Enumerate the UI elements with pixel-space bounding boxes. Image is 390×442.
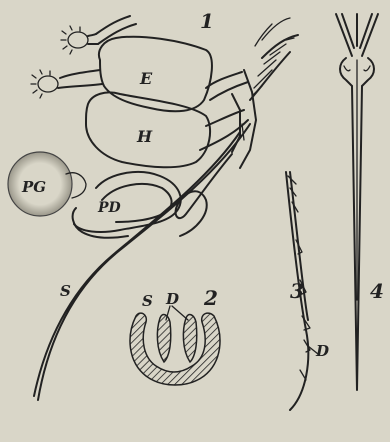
label-D-fig2: D bbox=[165, 290, 179, 308]
d-pointers bbox=[166, 306, 188, 320]
upper-fibres bbox=[255, 18, 290, 46]
label-H: H bbox=[136, 127, 153, 146]
figure-2-cross-section bbox=[130, 306, 220, 385]
cross-section-ring bbox=[130, 313, 220, 385]
figure-1-sting-apparatus bbox=[8, 16, 298, 400]
dart-left bbox=[157, 315, 170, 362]
dart-right bbox=[183, 315, 196, 362]
label-PG: PG bbox=[21, 178, 46, 196]
sting-top-prongs bbox=[336, 14, 378, 56]
label-D-fig3: D bbox=[315, 342, 329, 360]
label-S-fig2: S bbox=[142, 292, 153, 310]
fig2-number: 2 bbox=[203, 286, 218, 310]
pd-outer bbox=[74, 172, 181, 232]
fig3-number: 3 bbox=[290, 279, 304, 303]
label-PD: PD bbox=[97, 200, 122, 216]
duct-upper bbox=[206, 72, 248, 100]
gland-tube-upper bbox=[96, 16, 136, 44]
label-S-fig1: S bbox=[60, 282, 71, 300]
figure-4-sting-ventral-view bbox=[336, 14, 378, 390]
fig4-number: 4 bbox=[370, 279, 384, 303]
gland-E-tube bbox=[58, 70, 102, 88]
fig1-number: 1 bbox=[200, 9, 214, 33]
label-E: E bbox=[139, 69, 153, 88]
tube-tip-lower bbox=[31, 70, 58, 98]
sting-bulb bbox=[232, 70, 256, 168]
tube-tip-upper bbox=[61, 26, 98, 54]
